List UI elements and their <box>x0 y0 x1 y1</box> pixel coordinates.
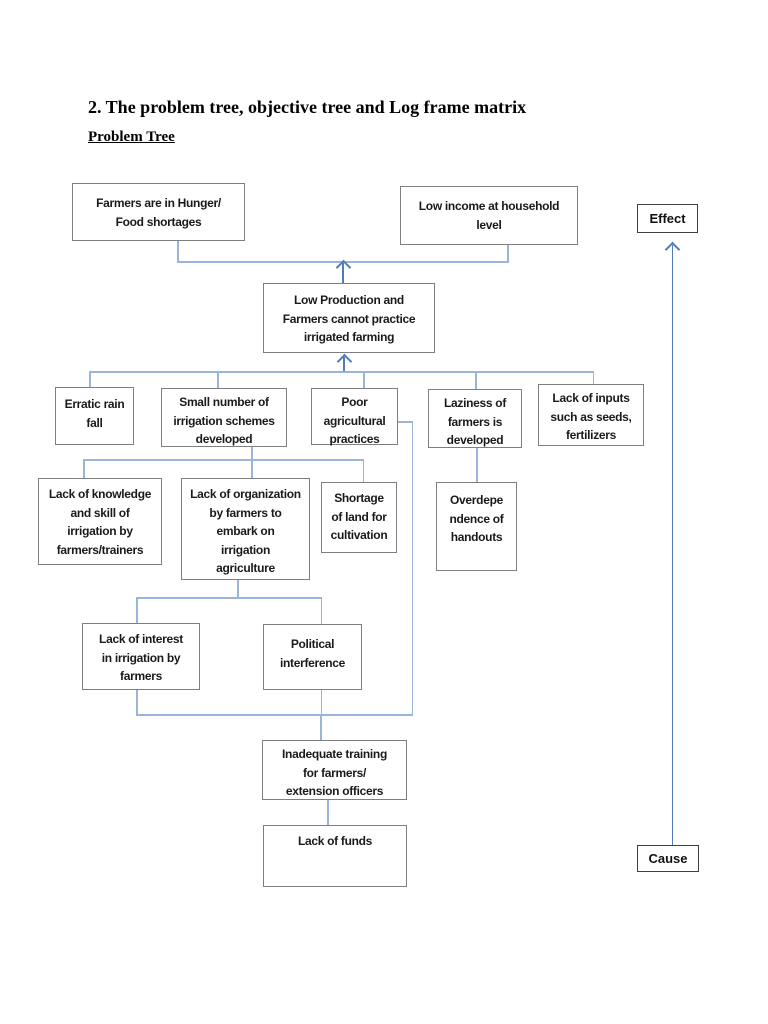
node-shortage-land: Shortage of land for cultivation <box>321 482 397 553</box>
page-title: 2. The problem tree, objective tree and … <box>88 97 527 117</box>
cause-label-box: Cause <box>637 845 699 872</box>
node-inadequate-training: Inadequate training for farmers/ extensi… <box>262 740 407 800</box>
connector-row2-stub-erratic <box>89 371 91 387</box>
connector-organization-drop <box>237 580 239 597</box>
connector-farmers-drop <box>177 241 179 262</box>
node-lack-organization: Lack of organization by farmers to embar… <box>181 478 310 580</box>
connector-bottom-horizontal <box>136 714 413 716</box>
node-farmers-hunger: Farmers are in Hunger/ Food shortages <box>72 183 245 241</box>
connector-row3-horizontal <box>83 459 364 461</box>
arrow-lowproduction-up-shaft <box>342 263 344 283</box>
connector-poor-side-stub <box>398 421 413 423</box>
connector-row2-horizontal <box>89 371 594 373</box>
connector-smallnumber-drop <box>251 447 253 460</box>
connector-poor-long-vertical <box>411 421 413 715</box>
node-lack-inputs: Lack of inputs such as seeds, fertilizer… <box>538 384 644 446</box>
node-political-interference: Political interference <box>263 624 362 690</box>
node-lack-knowledge: Lack of knowledge and skill of irrigatio… <box>38 478 162 565</box>
connector-row3-stub-knowledge <box>83 459 85 478</box>
connector-row3-stub-shortage <box>362 459 364 482</box>
connector-lowincome-drop <box>507 245 509 262</box>
connector-row2-stub-laziness <box>475 371 477 389</box>
connector-training-stub <box>320 714 322 740</box>
node-low-production: Low Production and Farmers cannot practi… <box>263 283 435 353</box>
node-lack-funds: Lack of funds <box>263 825 407 887</box>
connector-row2-stub-smallnumber <box>217 371 219 388</box>
effect-label-box: Effect <box>637 204 698 233</box>
connector-training-funds <box>327 800 329 825</box>
arrow-cause-effect-icon <box>664 241 681 258</box>
node-overdependence: Overdepe ndence of handouts <box>436 482 517 571</box>
node-low-income: Low income at household level <box>400 186 578 245</box>
node-laziness: Laziness of farmers is developed <box>428 389 522 448</box>
node-poor-practices: Poor agricultural practices <box>311 388 398 446</box>
node-lack-interest: Lack of interest in irrigation by farmer… <box>82 623 200 690</box>
connector-row4-horizontal <box>136 597 322 599</box>
connector-row2-stub-poor <box>363 371 365 388</box>
arrow-causesrow-up-icon <box>336 353 352 370</box>
arrow-causesrow-up-shaft <box>343 357 345 372</box>
connector-row3-stub-organization <box>251 459 253 478</box>
node-small-number: Small number of irrigation schemes devel… <box>161 388 287 447</box>
arrow-cause-effect-shaft <box>671 245 673 845</box>
connector-laziness-overdependence <box>476 448 478 482</box>
node-erratic-rain: Erratic rain fall <box>55 387 134 445</box>
connector-row2-stub-inputs <box>592 371 594 384</box>
connector-top-horizontal <box>177 261 509 263</box>
section-heading: Problem Tree <box>88 129 175 145</box>
